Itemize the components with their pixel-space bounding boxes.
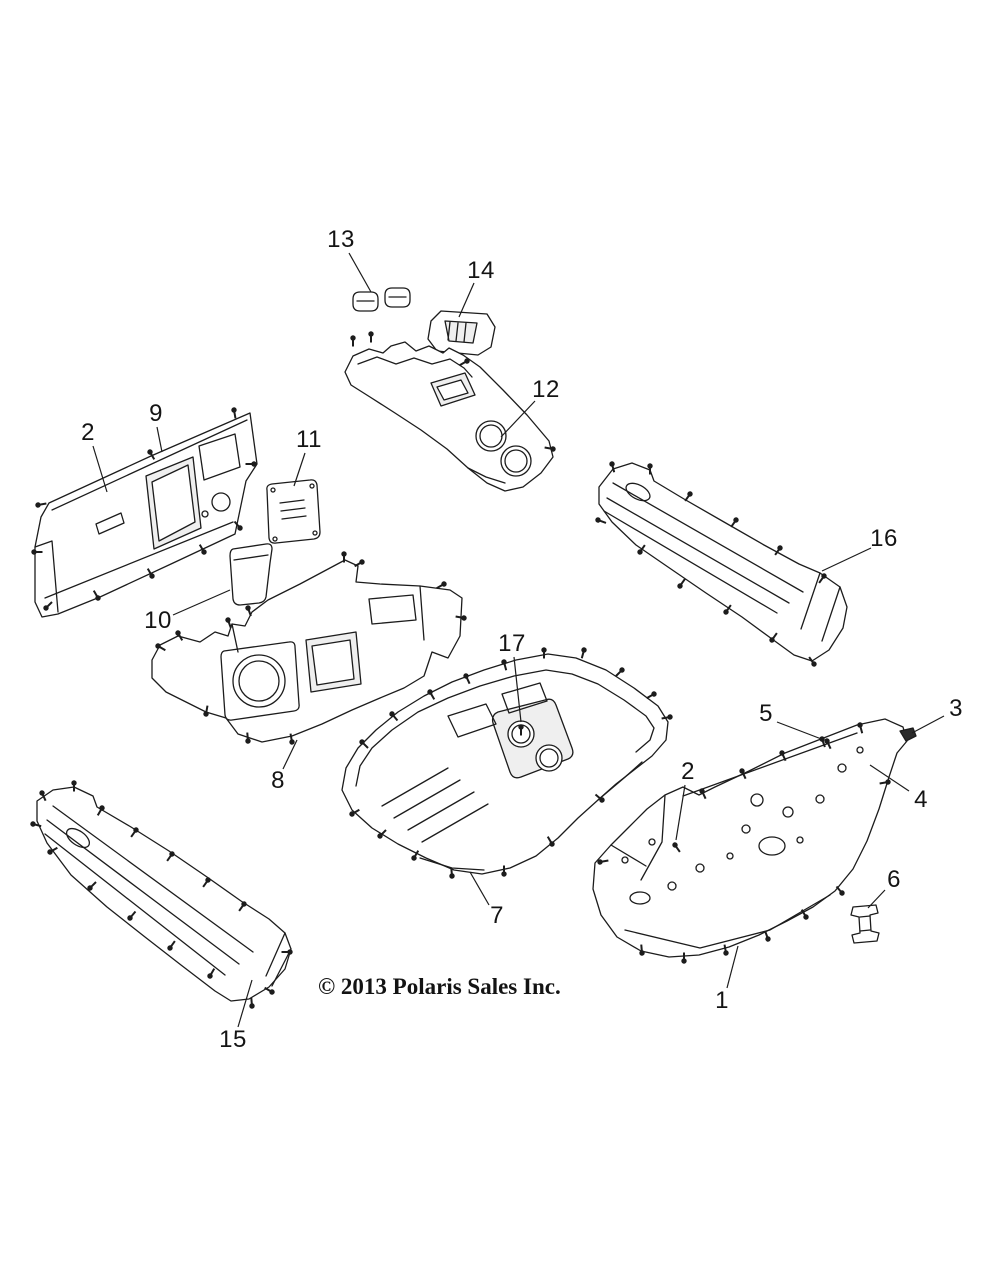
callout-label-3: 3	[949, 695, 963, 722]
callout-label-2: 2	[81, 419, 95, 446]
callout-label-7: 7	[490, 902, 504, 929]
copyright-text: © 2013 Polaris Sales Inc.	[318, 974, 561, 999]
part-shifter-boot	[427, 310, 496, 356]
callout-label-17: 17	[498, 630, 526, 657]
part-rocker-panel-left	[36, 786, 292, 1002]
part-rear-closeoff-panel	[592, 718, 908, 958]
callout-label-11: 11	[296, 426, 322, 453]
callout-label-9: 9	[149, 400, 163, 427]
part-center-console	[344, 341, 554, 492]
callout-leader-lines	[92, 252, 945, 1028]
callout-label-2: 2	[681, 758, 695, 785]
callout-label-8: 8	[271, 767, 285, 794]
part-retainer-clip	[899, 727, 917, 742]
callout-label-6: 6	[887, 866, 901, 893]
part-access-panel	[266, 479, 321, 544]
callout-label-10: 10	[144, 607, 172, 634]
part-floor-pan	[341, 653, 669, 875]
callout-label-12: 12	[532, 376, 560, 403]
callout-label-4: 4	[914, 786, 928, 813]
part-console-plugs	[352, 287, 411, 312]
callout-label-16: 16	[870, 525, 898, 552]
callout-label-1: 1	[715, 987, 729, 1014]
callout-label-15: 15	[219, 1026, 247, 1053]
part-floor-support	[151, 559, 463, 743]
callout-label-14: 14	[467, 257, 495, 284]
callout-label-5: 5	[759, 700, 773, 727]
part-mount-bracket	[850, 904, 880, 944]
callout-label-13: 13	[327, 226, 355, 253]
part-storage-lid	[229, 543, 273, 606]
part-dash-panel	[34, 412, 258, 618]
part-rocker-panel-right	[598, 462, 848, 662]
